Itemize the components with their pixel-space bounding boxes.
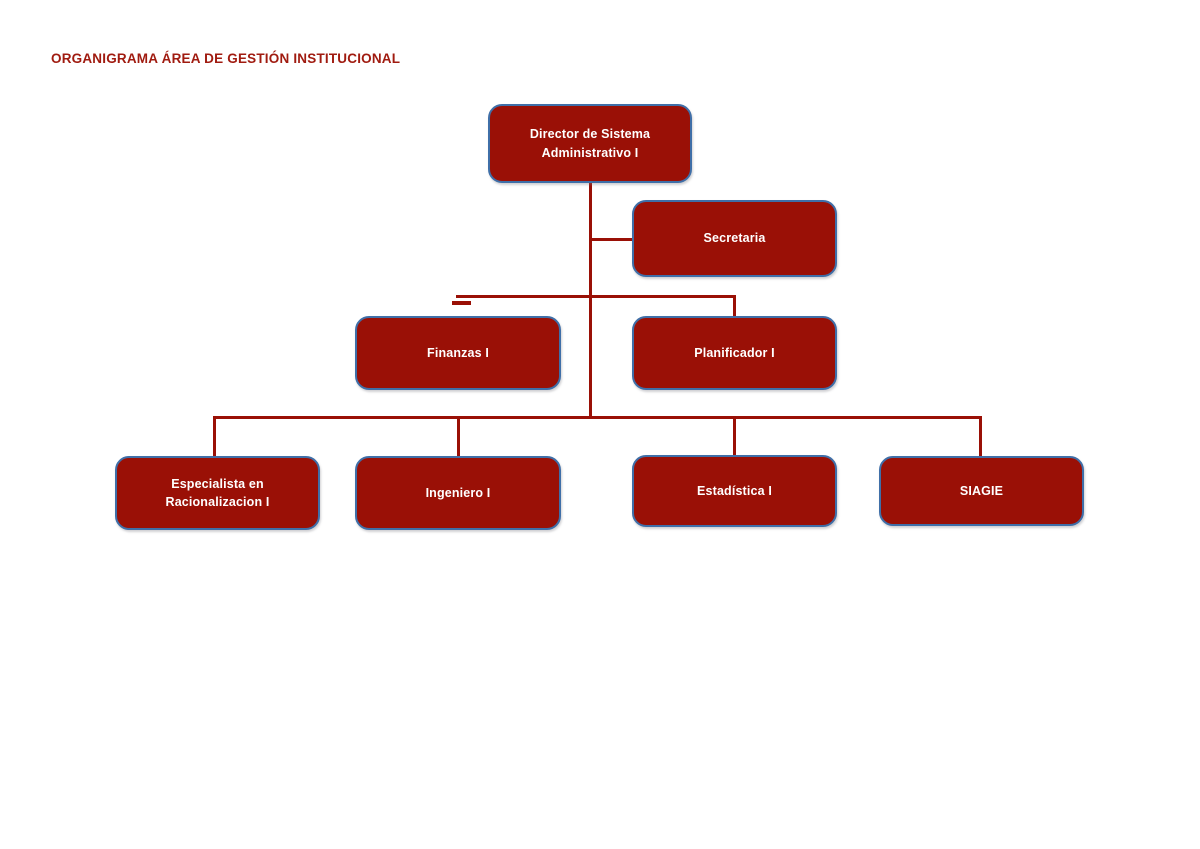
connector-director-spine	[589, 183, 592, 418]
node-siagie[interactable]: SIAGIE	[879, 456, 1084, 526]
node-ingeniero[interactable]: Ingeniero I	[355, 456, 561, 530]
connector-to-siagie	[979, 416, 982, 456]
connector-level3-bus	[213, 416, 982, 419]
node-label: SIAGIE	[959, 483, 1004, 498]
node-label: Finanzas I	[427, 345, 489, 360]
node-director-de-sistema-administrativo[interactable]: Director de Sistema Administrativo I	[488, 104, 692, 183]
page-title: ORGANIGRAMA ÁREA DE GESTIÓN INSTITUCIONA…	[51, 51, 401, 66]
node-estadistica[interactable]: Estadística I	[632, 455, 837, 527]
connector-to-ingeniero	[457, 416, 460, 458]
node-label: Especialista en Racionalizacion I	[165, 476, 270, 509]
connector-to-planificador	[733, 295, 736, 317]
connector-level2-bus	[456, 295, 736, 298]
connector-level2-stub	[452, 301, 471, 305]
connector-director-to-secretaria	[589, 238, 633, 241]
node-label: Estadística I	[697, 483, 772, 498]
node-label: Planificador I	[694, 345, 775, 360]
node-label: Secretaria	[703, 231, 766, 246]
node-label: Ingeniero I	[425, 485, 491, 500]
node-secretaria[interactable]: Secretaria	[632, 200, 837, 277]
node-especialista-en-racionalizacion[interactable]: Especialista en Racionalizacion I	[115, 456, 320, 530]
connector-to-especialista	[213, 416, 216, 458]
node-label: Director de Sistema Administrativo I	[529, 127, 651, 160]
connector-to-estadistica	[733, 416, 736, 456]
node-finanzas[interactable]: Finanzas I	[355, 316, 561, 390]
node-planificador[interactable]: Planificador I	[632, 316, 837, 390]
